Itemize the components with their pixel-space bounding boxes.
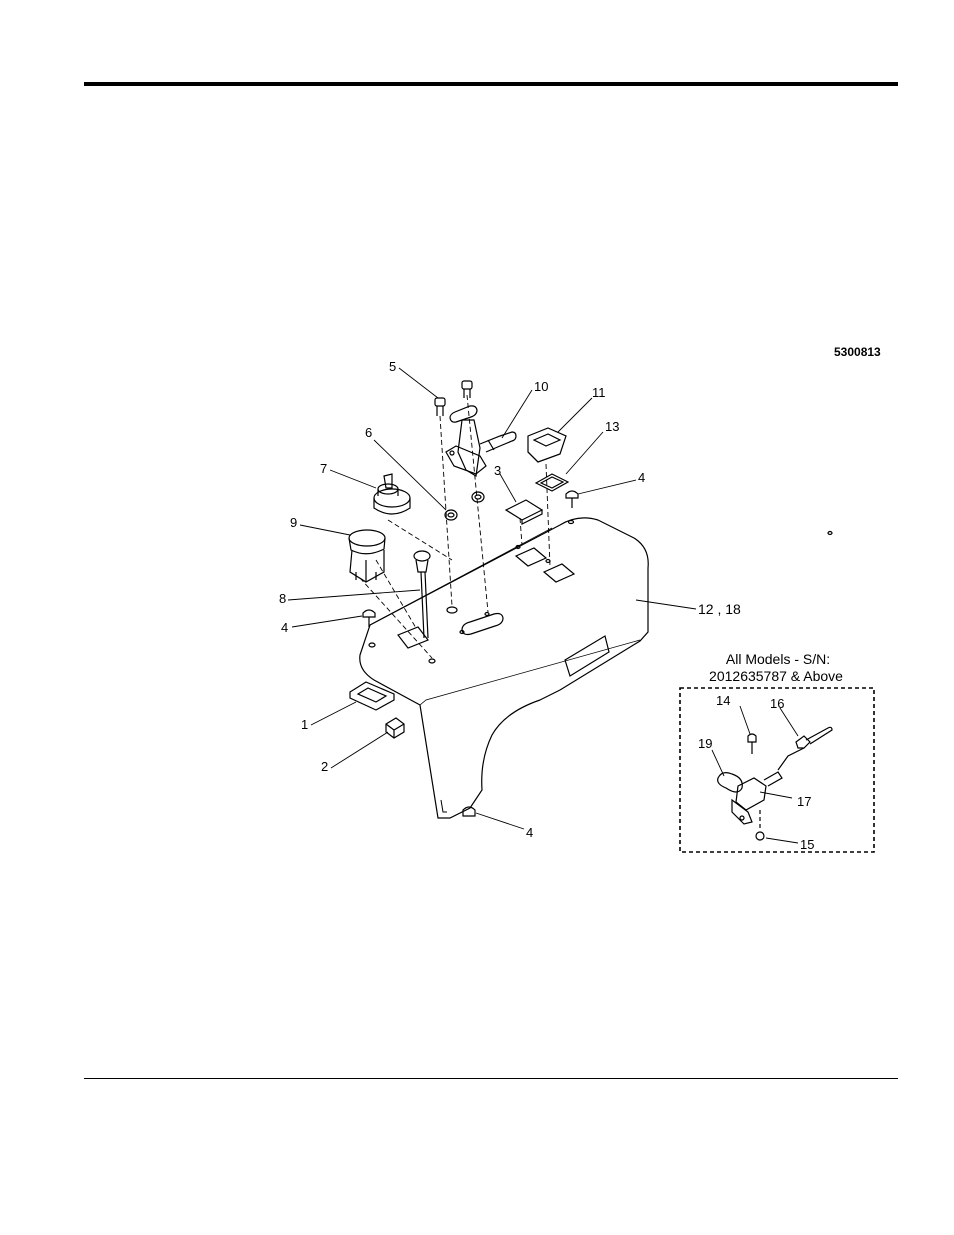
bezel-1	[350, 682, 394, 710]
plug-3	[506, 500, 542, 524]
callout-17: 17	[797, 794, 811, 809]
screw-5	[435, 381, 472, 416]
callout-9: 9	[290, 515, 297, 530]
callout-8: 8	[279, 591, 286, 606]
throttle-control-10	[446, 406, 516, 476]
callout-4-bottom: 4	[526, 825, 533, 840]
nut-2	[386, 718, 404, 738]
gasket-13	[536, 474, 568, 491]
callout-13: 13	[605, 419, 619, 434]
switch-11	[528, 428, 566, 462]
callout-2: 2	[321, 759, 328, 774]
pto-switch-9	[349, 530, 385, 582]
callout-11: 11	[592, 385, 606, 400]
callout-5: 5	[389, 359, 396, 374]
callout-6: 6	[365, 425, 372, 440]
inset-throttle-assembly	[718, 727, 832, 840]
ignition-switch-7	[374, 474, 410, 514]
hole-right	[544, 564, 574, 582]
hole-mid	[516, 548, 546, 566]
nut-6	[445, 492, 484, 520]
callout-15: 15	[800, 837, 814, 852]
callout-3: 3	[494, 463, 501, 478]
inset-box	[680, 688, 874, 852]
inset-title-line1: All Models - S/N:	[726, 651, 830, 667]
callout-10: 10	[534, 379, 548, 394]
callout-4-top: 4	[638, 470, 645, 485]
callout-16: 16	[770, 696, 784, 711]
callout-4-left: 4	[281, 620, 288, 635]
control-panel	[360, 518, 648, 818]
callout-12-18: 12 , 18	[698, 601, 741, 617]
screw-4	[363, 491, 578, 816]
inset-title-line2: 2012635787 & Above	[709, 668, 843, 684]
callout-19: 19	[698, 736, 712, 751]
slot-throttle	[462, 614, 503, 635]
callout-14: 14	[716, 693, 730, 708]
callout-1: 1	[301, 717, 308, 732]
callout-7: 7	[320, 461, 327, 476]
side-slot	[565, 636, 609, 676]
